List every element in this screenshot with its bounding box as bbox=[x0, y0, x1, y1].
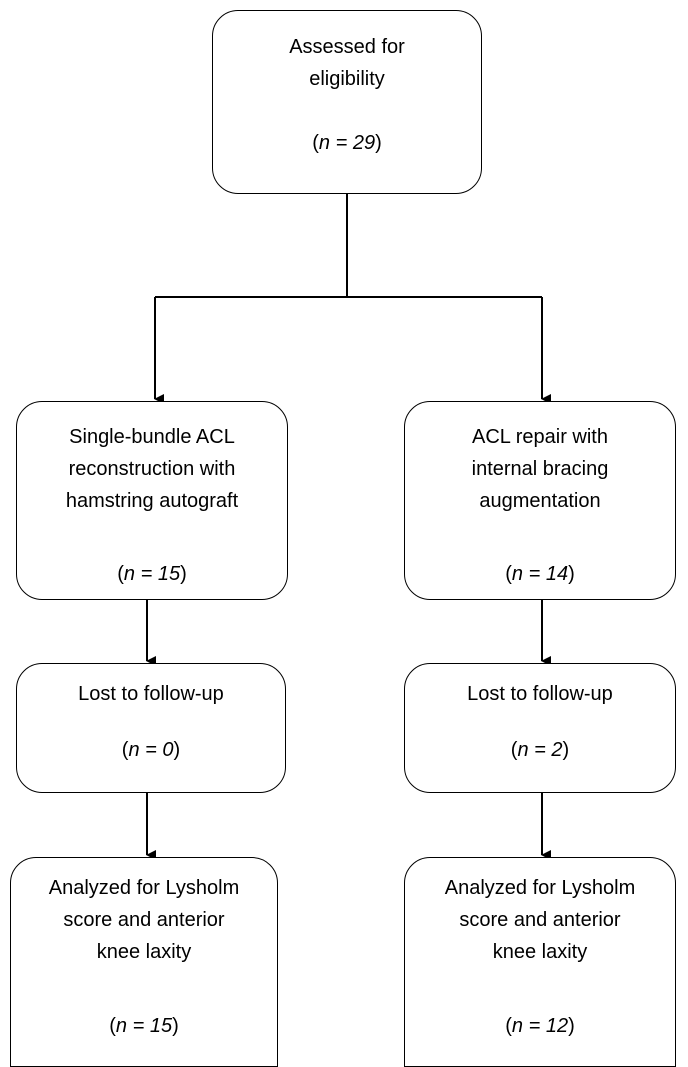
right-analyzed-count: (n = 12) bbox=[505, 1015, 575, 1037]
right-analyzed-count-value: n = 12 bbox=[511, 1015, 569, 1037]
right-analyzed-box: Analyzed for Lysholm score and anterior … bbox=[404, 857, 676, 1067]
reconstruction-line-1: Single-bundle ACL bbox=[69, 426, 235, 448]
reconstruction-group-text: Single-bundle ACL reconstruction with ha… bbox=[17, 421, 287, 517]
right-analyzed-line-1: Analyzed for Lysholm bbox=[444, 877, 636, 899]
right-analyzed-line-2: score and anterior bbox=[459, 909, 621, 931]
eligibility-line-1: Assessed for bbox=[289, 36, 405, 58]
reconstruction-count: (n = 15) bbox=[117, 563, 187, 585]
reconstruction-count-value: n = 15 bbox=[123, 563, 181, 585]
repair-count-value: n = 14 bbox=[511, 563, 569, 585]
left-analyzed-box: Analyzed for Lysholm score and anterior … bbox=[10, 857, 278, 1067]
left-lost-line-1: Lost to follow-up bbox=[78, 683, 224, 705]
left-analyzed-line-3: knee laxity bbox=[96, 941, 192, 963]
eligibility-count-value: n = 29 bbox=[318, 132, 376, 154]
reconstruction-line-3: hamstring autograft bbox=[65, 490, 239, 512]
right-lost-count-value: n = 2 bbox=[517, 739, 563, 761]
repair-group-box: ACL repair with internal bracing augment… bbox=[404, 401, 676, 600]
left-analyzed-line-1: Analyzed for Lysholm bbox=[48, 877, 240, 899]
repair-line-2: internal bracing bbox=[471, 458, 609, 480]
repair-group-text: ACL repair with internal bracing augment… bbox=[405, 421, 675, 517]
left-analyzed-count: (n = 15) bbox=[109, 1015, 179, 1037]
left-lost-count: (n = 0) bbox=[121, 739, 181, 761]
eligibility-box: Assessed for eligibility (n = 29) bbox=[212, 10, 482, 194]
right-analyzed-text: Analyzed for Lysholm score and anterior … bbox=[405, 872, 675, 968]
left-lost-count-value: n = 0 bbox=[128, 739, 174, 761]
right-analyzed-line-3: knee laxity bbox=[492, 941, 588, 963]
reconstruction-group-box: Single-bundle ACL reconstruction with ha… bbox=[16, 401, 288, 600]
eligibility-line-2: eligibility bbox=[309, 68, 385, 90]
right-lost-line-1: Lost to follow-up bbox=[467, 683, 613, 705]
right-lost-count: (n = 2) bbox=[510, 739, 570, 761]
repair-line-1: ACL repair with bbox=[472, 426, 608, 448]
repair-line-3: augmentation bbox=[479, 490, 601, 512]
reconstruction-line-2: reconstruction with bbox=[68, 458, 236, 480]
left-lost-box: Lost to follow-up (n = 0) bbox=[16, 663, 286, 793]
left-analyzed-count-value: n = 15 bbox=[115, 1015, 173, 1037]
left-analyzed-line-2: score and anterior bbox=[63, 909, 225, 931]
left-lost-text: Lost to follow-up bbox=[17, 678, 285, 710]
left-analyzed-text: Analyzed for Lysholm score and anterior … bbox=[11, 872, 277, 968]
right-lost-text: Lost to follow-up bbox=[405, 678, 675, 710]
eligibility-text: Assessed for eligibility bbox=[213, 31, 481, 95]
eligibility-count: (n = 29) bbox=[312, 132, 382, 154]
right-lost-box: Lost to follow-up (n = 2) bbox=[404, 663, 676, 793]
repair-count: (n = 14) bbox=[505, 563, 575, 585]
